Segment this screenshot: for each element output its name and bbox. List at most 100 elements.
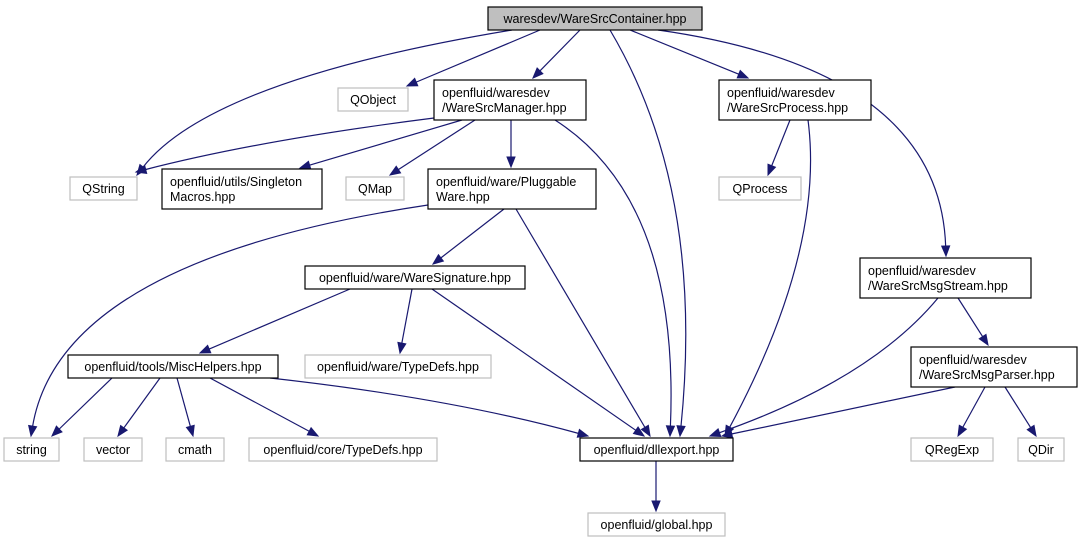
node-msgparser[interactable]: openfluid/waresdev/WareSrcMsgParser.hpp	[910, 346, 1078, 388]
node-box	[910, 346, 1078, 388]
edge-root-to-qobject	[405, 29, 541, 87]
edge-arrowhead	[306, 426, 320, 437]
edge-line	[554, 119, 672, 428]
node-box	[859, 257, 1032, 299]
edge-line	[515, 208, 646, 429]
edge-pluggable-to-dllexport	[515, 208, 651, 438]
node-box	[67, 354, 279, 379]
edge-arrowhead	[431, 253, 445, 265]
edge-arrowhead	[397, 341, 407, 355]
edge-manager-to-pluggable	[506, 120, 516, 169]
edge-arrowhead	[532, 67, 544, 79]
node-manager[interactable]: openfluid/waresdev/WareSrcManager.hpp	[433, 79, 587, 121]
edge-arrowhead	[767, 163, 777, 177]
edge-line	[431, 288, 637, 432]
edge-msgstream-to-msgparser	[957, 297, 989, 347]
node-label-line: cmath	[178, 443, 212, 457]
edge-arrowhead	[405, 77, 419, 87]
edge-arrowhead	[198, 344, 212, 354]
edge-arrowhead	[708, 428, 722, 438]
edge-arrowhead	[720, 429, 734, 439]
node-qstring: QString	[69, 176, 138, 201]
edge-arrowhead	[640, 424, 651, 438]
node-box	[718, 176, 802, 201]
edge-line	[728, 119, 812, 429]
edge-arrowhead	[940, 245, 951, 258]
edge-root-to-manager	[532, 29, 581, 79]
node-label-line: openfluid/core/TypeDefs.hpp	[263, 443, 422, 457]
node-label-line: Macros.hpp	[170, 190, 235, 204]
edge-mischelpers-to-vector	[117, 377, 161, 438]
edge-line	[208, 288, 351, 351]
node-box	[248, 437, 438, 462]
node-label-line: vector	[96, 443, 130, 457]
node-box	[304, 354, 492, 379]
node-box	[165, 437, 225, 462]
node-string: string	[3, 437, 60, 462]
node-box	[1017, 437, 1065, 462]
node-vector: vector	[83, 437, 143, 462]
node-label-line: string	[16, 443, 47, 457]
node-qmap: QMap	[345, 176, 405, 201]
edge-line	[609, 29, 687, 428]
edge-arrowhead	[576, 428, 590, 438]
node-box	[487, 6, 703, 31]
node-box	[161, 168, 323, 210]
node-label-line: QRegExp	[925, 443, 979, 457]
edge-arrowhead	[117, 424, 128, 438]
edge-line	[142, 29, 513, 169]
node-label-line: openfluid/ware/WareSignature.hpp	[319, 271, 511, 285]
node-box	[427, 168, 597, 210]
edge-line	[144, 117, 435, 171]
node-label-line: QDir	[1028, 443, 1054, 457]
node-cmath: cmath	[165, 437, 225, 462]
node-process[interactable]: openfluid/waresdev/WareSrcProcess.hpp	[718, 79, 872, 121]
edge-root-to-dllexport	[609, 29, 687, 438]
node-box	[337, 87, 409, 112]
edge-arrowhead	[651, 500, 661, 513]
node-msgstream[interactable]: openfluid/waresdev/WareSrcMsgStream.hpp	[859, 257, 1032, 299]
node-box	[304, 265, 526, 290]
node-label-line: openfluid/waresdev	[727, 86, 835, 100]
edge-line	[657, 29, 947, 248]
edge-line	[122, 377, 161, 430]
edge-line	[439, 208, 505, 259]
node-qregexp: QRegExp	[910, 437, 994, 462]
node-label-line: /WareSrcMsgStream.hpp	[868, 279, 1008, 293]
edge-line	[308, 119, 463, 167]
node-dllexport[interactable]: openfluid/dllexport.hpp	[579, 437, 734, 462]
edge-arrowhead	[298, 160, 312, 170]
node-waretypedefs: openfluid/ware/TypeDefs.hpp	[304, 354, 492, 379]
node-mischelpers[interactable]: openfluid/tools/MiscHelpers.hpp	[67, 354, 279, 379]
edge-root-to-process	[629, 29, 750, 79]
node-box	[69, 176, 138, 201]
node-box	[910, 437, 994, 462]
node-qprocess: QProcess	[718, 176, 802, 201]
edge-line	[397, 119, 476, 171]
edge-mischelpers-to-cmath	[176, 377, 195, 438]
node-qobject: QObject	[337, 87, 409, 112]
edge-line	[209, 377, 311, 433]
edge-line	[961, 386, 986, 429]
node-box	[587, 512, 726, 537]
node-signature[interactable]: openfluid/ware/WareSignature.hpp	[304, 265, 526, 290]
edge-arrowhead	[736, 69, 750, 79]
node-label-line: QString	[82, 182, 124, 196]
edges-layer	[28, 29, 1037, 513]
edge-manager-to-qstring	[134, 117, 435, 174]
node-box	[345, 176, 405, 201]
node-label-line: /WareSrcManager.hpp	[442, 101, 567, 115]
edge-arrowhead	[51, 425, 63, 437]
node-label-line: QObject	[350, 93, 396, 107]
node-label-line: openfluid/ware/Pluggable	[436, 175, 576, 189]
edge-signature-to-mischelpers	[198, 288, 351, 354]
edge-line	[31, 204, 429, 428]
node-root[interactable]: waresdev/WareSrcContainer.hpp	[487, 6, 703, 31]
edge-arrowhead	[28, 424, 38, 438]
edge-arrowhead	[506, 156, 516, 169]
node-box	[3, 437, 60, 462]
